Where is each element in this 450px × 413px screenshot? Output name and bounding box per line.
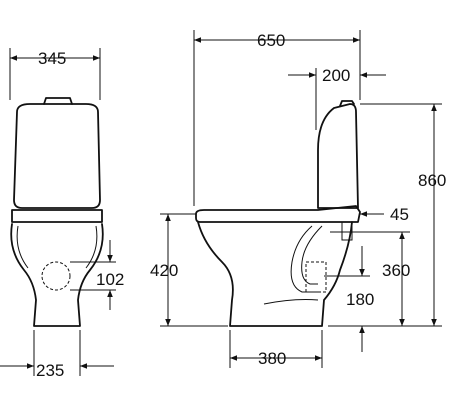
side-seat: [195, 205, 361, 223]
dim-label-360: 360: [382, 261, 410, 280]
front-outlet-circle: [41, 261, 71, 291]
front-seat: [11, 209, 103, 223]
dim-label-180: 180: [346, 290, 374, 309]
dim-label-380: 380: [258, 349, 286, 368]
front-bowl-outline: [10, 223, 104, 327]
side-view: 650 200 860 420 45 360 180 380: [150, 30, 446, 368]
dim-label-650: 650: [257, 31, 285, 50]
side-tank-outline: [317, 103, 359, 209]
dim-label-200: 200: [322, 66, 350, 85]
front-view: 345 235 102: [0, 48, 124, 380]
dim-label-420: 420: [150, 261, 178, 280]
dim-label-860: 860: [418, 171, 446, 190]
dim-label-345: 345: [38, 49, 66, 68]
side-bowl-outline: [197, 221, 353, 327]
dim-label-235: 235: [36, 361, 64, 380]
flush-button: [43, 97, 73, 105]
front-tank-outline: [13, 103, 101, 209]
dim-label-102: 102: [96, 270, 124, 289]
side-outlet-box: [305, 261, 327, 293]
dim-label-45: 45: [390, 205, 409, 224]
trapway: [290, 225, 318, 293]
